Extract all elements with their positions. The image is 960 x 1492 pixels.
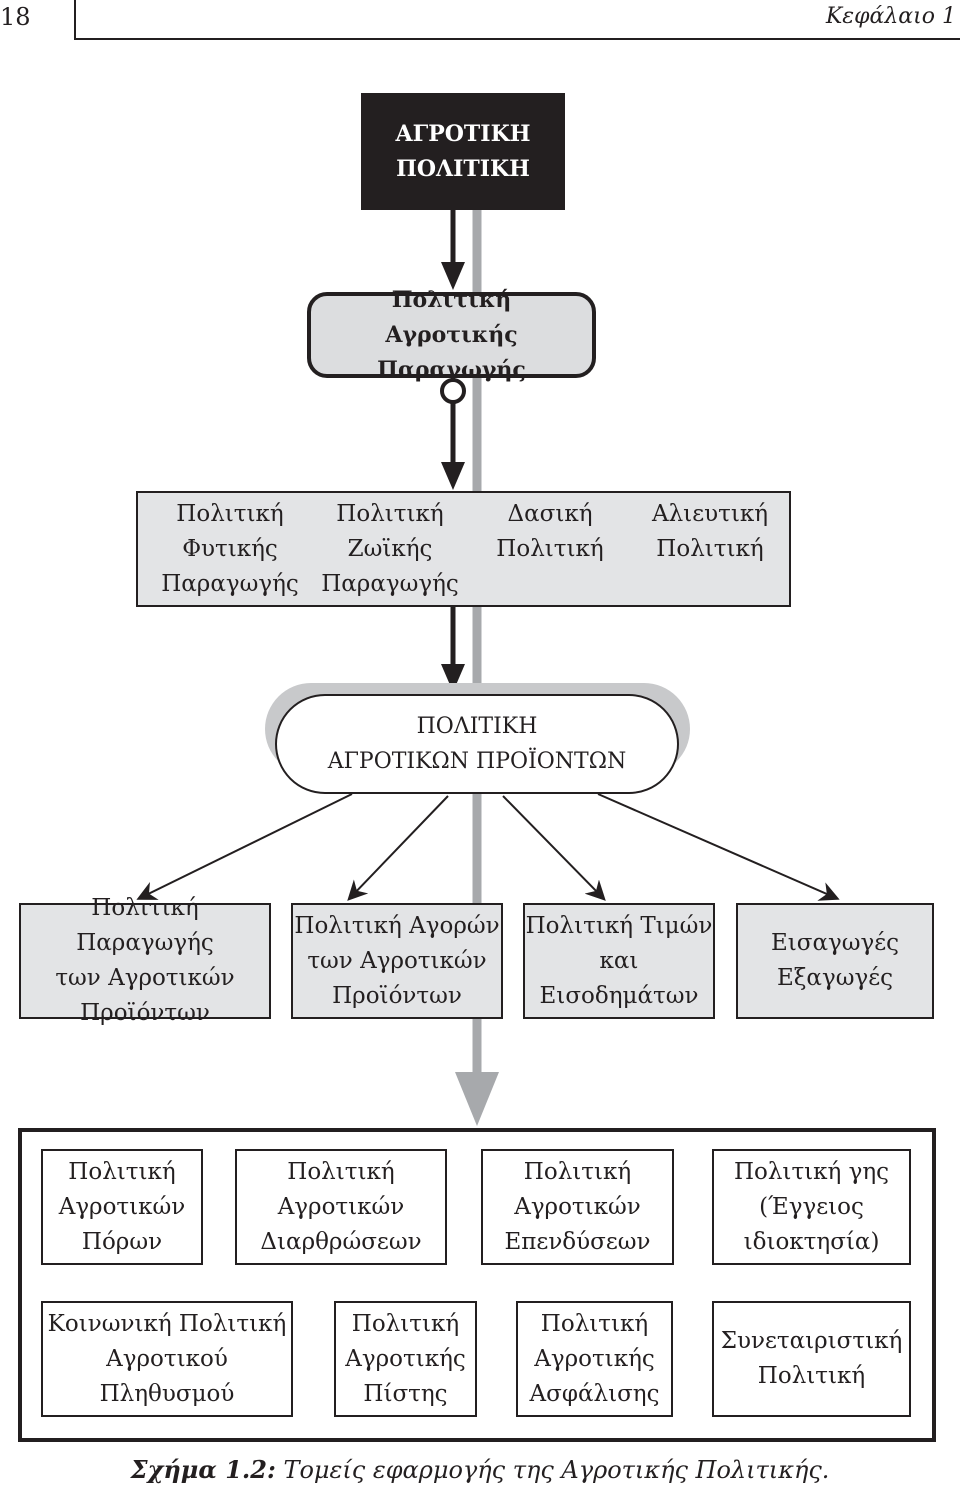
arrow-to-branch-2	[347, 795, 449, 901]
root-agricultural-policy: ΑΓΡΟΤΙΚΗ ΠΟΛΙΤΙΚΗ	[361, 93, 565, 210]
policy-land-ownership: Πολιτική γης (Έγγειος ιδιοκτησία)	[712, 1149, 911, 1265]
policy-social-rural-population: Κοινωνική Πολιτική Αγροτικού Πληθυσμού	[41, 1301, 293, 1417]
page-number: 18	[0, 3, 31, 31]
sector-plant-production: Πολιτική Φυτικής Παραγωγής	[161, 501, 299, 597]
policy-agricultural-resources: Πολιτική Αγροτικών Πόρων	[41, 1149, 203, 1265]
policy-agricultural-investments: Πολιτική Αγροτικών Επενδύσεων	[481, 1149, 674, 1265]
structural-policies-frame	[18, 1128, 936, 1442]
connector-circle	[440, 378, 466, 404]
figure-caption: Σχήμα 1.2: Τομείς εφαρμογής της Αγροτική…	[0, 1455, 960, 1484]
policy-agricultural-structures: Πολιτική Αγροτικών Διαρθρώσεων	[235, 1149, 447, 1265]
arrow-to-branch-3	[502, 795, 606, 901]
policy-agricultural-credit: Πολιτική Αγροτικής Πίστης	[334, 1301, 477, 1417]
sector-fisheries: Αλιευτική Πολιτική	[652, 501, 768, 562]
arrowhead-sectors	[441, 462, 465, 490]
figure-caption-text: Τομείς εφαρμογής της Αγροτικής Πολιτικής…	[275, 1456, 830, 1484]
arrowhead-production	[441, 262, 465, 290]
arrow-to-branch-4	[597, 793, 840, 901]
agricultural-production-policy: Πολιτική Αγροτικής Παραγωγής	[307, 287, 596, 383]
header-rule	[74, 0, 960, 40]
branch-markets-of-products: Πολιτική Αγορών των Αγροτικών Προϊόντων	[291, 903, 503, 1019]
chapter-title: Κεφάλαιο 1	[825, 4, 956, 29]
policy-cooperative: Συνεταιριστική Πολιτική	[712, 1301, 911, 1417]
agricultural-products-policy: ΠΟΛΙΤΙΚΗ ΑΓΡΟΤΙΚΩΝ ΠΡΟΪΟΝΤΩΝ	[275, 694, 679, 794]
grey-spine-arrowhead	[455, 1072, 499, 1126]
arrow-to-branch-1	[136, 793, 353, 900]
branch-production-of-products: Πολιτική Παραγωγής των Αγροτικών Προϊόντ…	[19, 895, 271, 1026]
branch-imports-exports: Εισαγωγές Εξαγωγές	[736, 903, 934, 1019]
sector-forestry: Δασική Πολιτική	[496, 501, 604, 562]
sector-livestock-production: Πολιτική Ζωϊκής Παραγωγής	[321, 501, 459, 597]
figure-label: Σχήμα 1.2:	[130, 1455, 276, 1484]
production-sectors-box: Πολιτική Φυτικής Παραγωγής Πολιτική Ζωϊκ…	[136, 491, 791, 607]
policy-agricultural-insurance: Πολιτική Αγροτικής Ασφάλισης	[516, 1301, 673, 1417]
arrowhead-products	[441, 664, 465, 692]
branch-prices-and-incomes: Πολιτική Τιμών και Εισοδημάτων	[523, 903, 715, 1019]
